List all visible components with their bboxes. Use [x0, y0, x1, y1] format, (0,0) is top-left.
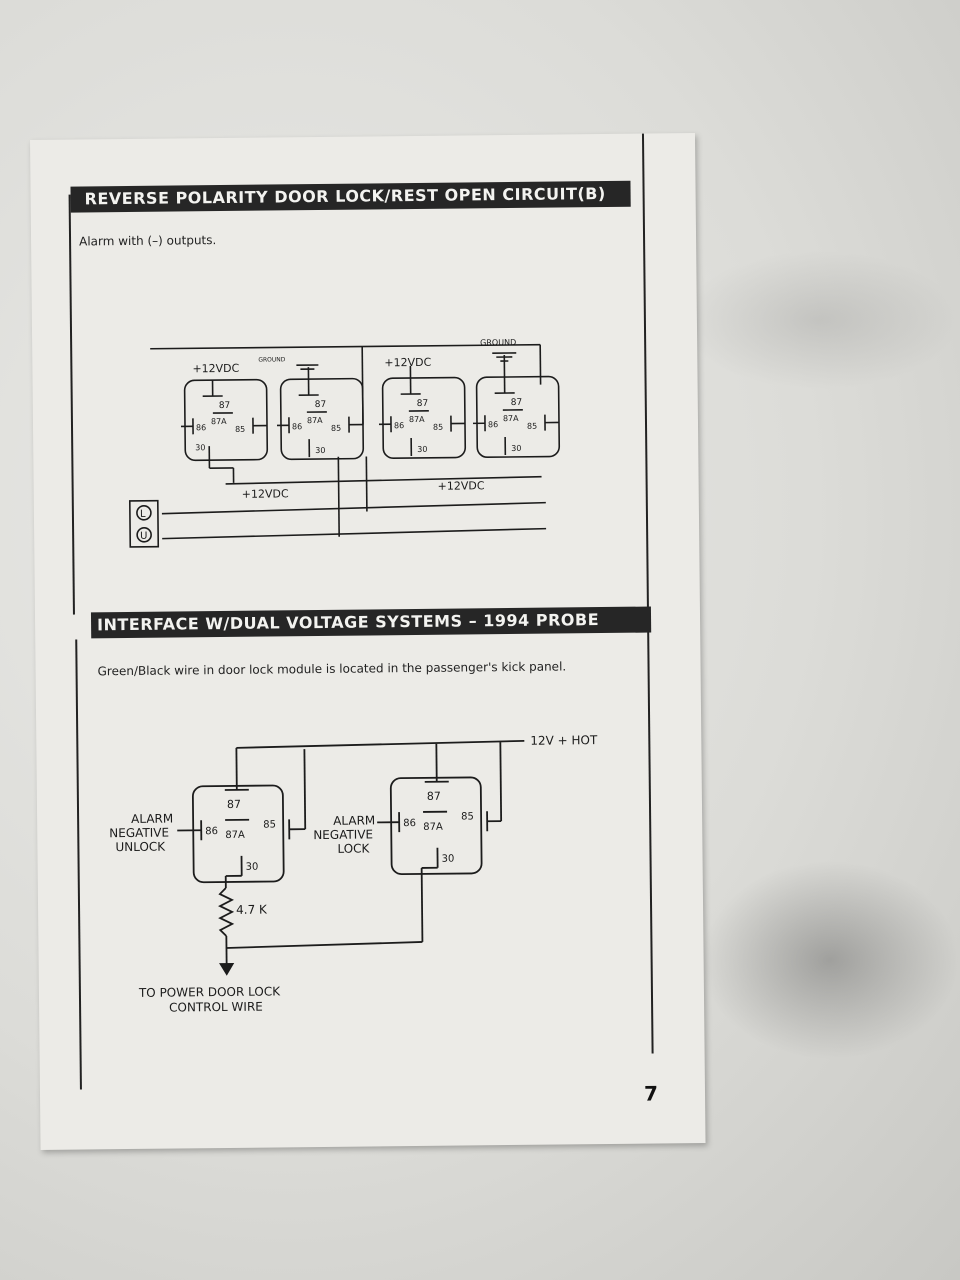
ground-label: GROUND [480, 338, 516, 347]
output-label: TO POWER DOOR LOCK [138, 984, 281, 999]
relay-3: 87 87A 86 85 30 [378, 366, 467, 460]
wire [361, 346, 364, 425]
output-label: CONTROL WIRE [169, 1000, 263, 1015]
resistor-label: 4.7 K [236, 903, 268, 917]
wire [226, 941, 423, 949]
manual-page: REVERSE POLARITY DOOR LOCK/REST OPEN CIR… [30, 133, 706, 1150]
pin-label: 85 [331, 424, 341, 433]
pin-label: 86 [196, 423, 206, 432]
pin-label: 86 [292, 422, 302, 431]
pin-label: 30 [511, 444, 521, 453]
relay-lock: 87 87A 86 85 30 [377, 742, 503, 876]
unlock-label: UNLOCK [115, 840, 166, 855]
pin-label: 30 [246, 862, 259, 873]
toner-smudge [680, 250, 960, 390]
pin-label: 86 [403, 818, 416, 829]
pin-label: 87 [417, 399, 429, 409]
relay-housing [475, 375, 561, 459]
wire [303, 749, 307, 830]
relay-4: 87 87A 86 85 30 [472, 355, 561, 459]
pin-label: 85 [527, 422, 537, 431]
pin-label: 87A [225, 830, 245, 841]
lock-label: NEGATIVE [313, 827, 373, 842]
toner-smudge [700, 860, 960, 1060]
relay-housing [389, 776, 483, 876]
hot-label: 12V + HOT [530, 733, 598, 748]
switch-label: U [140, 531, 147, 542]
unlock-label: ALARM [131, 812, 173, 826]
section-title: INTERFACE W/DUAL VOLTAGE SYSTEMS – 1994 … [90, 606, 652, 639]
pin-label: 87 [219, 401, 231, 411]
pin-label: 87 [315, 400, 327, 410]
page-number: 7 [643, 1081, 659, 1106]
wire [365, 456, 368, 512]
pin-label: 86 [205, 826, 218, 837]
pin-label: 87A [211, 417, 227, 426]
section-note: Green/Black wire in door lock module is … [97, 659, 567, 679]
pin-label: 87A [423, 822, 443, 833]
arrow-head [219, 963, 235, 976]
switch-button-unlock [136, 527, 152, 543]
pin-label: 86 [488, 420, 498, 429]
lock-label: ALARM [333, 813, 375, 827]
pin-label: 30 [195, 443, 205, 452]
relay-circuit-diagram-2: 12V + HOT 87 87A 86 85 30 [109, 733, 598, 1015]
wire [499, 742, 503, 822]
pin-label: 87 [427, 790, 441, 803]
relay-unlock: 87 87A 86 85 30 [177, 747, 307, 884]
pin-label: 85 [461, 811, 474, 822]
pin-label: 85 [235, 425, 245, 434]
wire [225, 475, 542, 485]
pin-label: 85 [433, 423, 443, 432]
switch-button-lock [136, 505, 152, 521]
pin-label: 30 [315, 446, 325, 455]
unlock-label: NEGATIVE [109, 826, 169, 841]
pin-label: 87A [409, 415, 425, 424]
supply-label: +12VDC [438, 479, 485, 492]
section-note: Alarm with (–) outputs. [78, 233, 217, 249]
wire [162, 527, 547, 540]
pin-label: 87 [511, 398, 523, 408]
pin-label: 30 [417, 445, 427, 454]
relay-1: 87 87A 86 85 30 [180, 378, 269, 483]
relay-circuit-diagram-1: 87 87A 86 85 30 87 87A 86 85 30 [128, 338, 561, 548]
pin-label: 87 [227, 798, 241, 811]
relay-2: 87 87A 86 85 30 [276, 346, 365, 461]
switch-label: L [140, 509, 146, 520]
relay-housing [183, 378, 269, 462]
supply-label: +12VDC [242, 487, 289, 500]
pin-label: 87A [503, 414, 519, 423]
wire [161, 501, 546, 515]
wire [337, 456, 340, 537]
wire [420, 867, 424, 942]
pin-label: 87A [307, 416, 323, 425]
pin-label: 86 [394, 421, 404, 430]
pin-label: 30 [441, 854, 454, 865]
lock-label: LOCK [337, 841, 370, 855]
ground-label: GROUND [258, 356, 285, 363]
relay-housing [191, 784, 285, 884]
supply-label: +12VDC [384, 356, 431, 369]
wire-12v-hot [236, 739, 525, 749]
resistor [218, 887, 235, 937]
wire [150, 343, 541, 350]
relay-housing [381, 376, 467, 460]
supply-label: +12VDC [192, 362, 239, 375]
switch-box [128, 499, 160, 548]
pin-label: 85 [263, 819, 276, 830]
section-title: REVERSE POLARITY DOOR LOCK/REST OPEN CIR… [70, 180, 631, 213]
